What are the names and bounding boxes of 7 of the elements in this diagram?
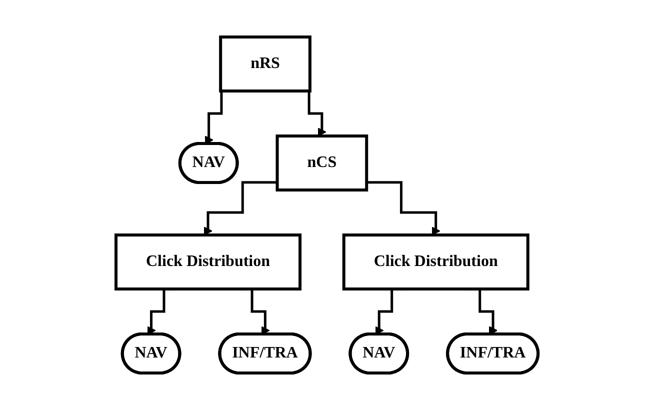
node-box xyxy=(276,134,368,191)
node-box xyxy=(219,35,312,92)
node-box xyxy=(342,233,530,290)
tree-diagram: nRS NAV nCS Click Distribution Click Distribution NAV INF/TRA NAV INF/TRA xyxy=(108,28,546,380)
arrow xyxy=(366,180,440,235)
arrow xyxy=(204,180,278,235)
node-box xyxy=(114,233,302,290)
